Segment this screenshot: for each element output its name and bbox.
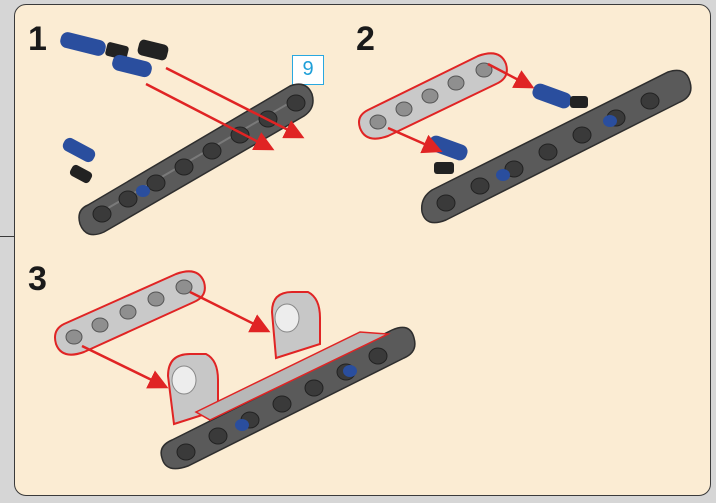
step-3-number: 3 [28,260,47,298]
technic-beam-icon [420,69,692,224]
part-count-callout: 9 [292,55,324,85]
page-edge-tick [0,236,15,237]
step-3-illustration [54,270,416,470]
step-1-illustration [60,32,314,236]
beam-connector-icon [166,291,321,426]
technic-beam-icon [160,326,416,470]
step-1-number: 1 [28,20,47,58]
axle-pin-icon [60,32,169,78]
step-2-illustration [358,52,692,224]
technic-beam-icon [54,270,206,356]
assembly-arrow-icon [145,66,305,151]
assembly-arrow-icon [387,62,535,154]
instruction-panel [14,4,711,496]
technic-beam-icon [78,83,314,236]
assembly-arrow-icon [81,290,271,389]
step-2-number: 2 [356,20,375,58]
technic-pin-icon [62,137,96,184]
technic-beam-icon [358,52,508,140]
